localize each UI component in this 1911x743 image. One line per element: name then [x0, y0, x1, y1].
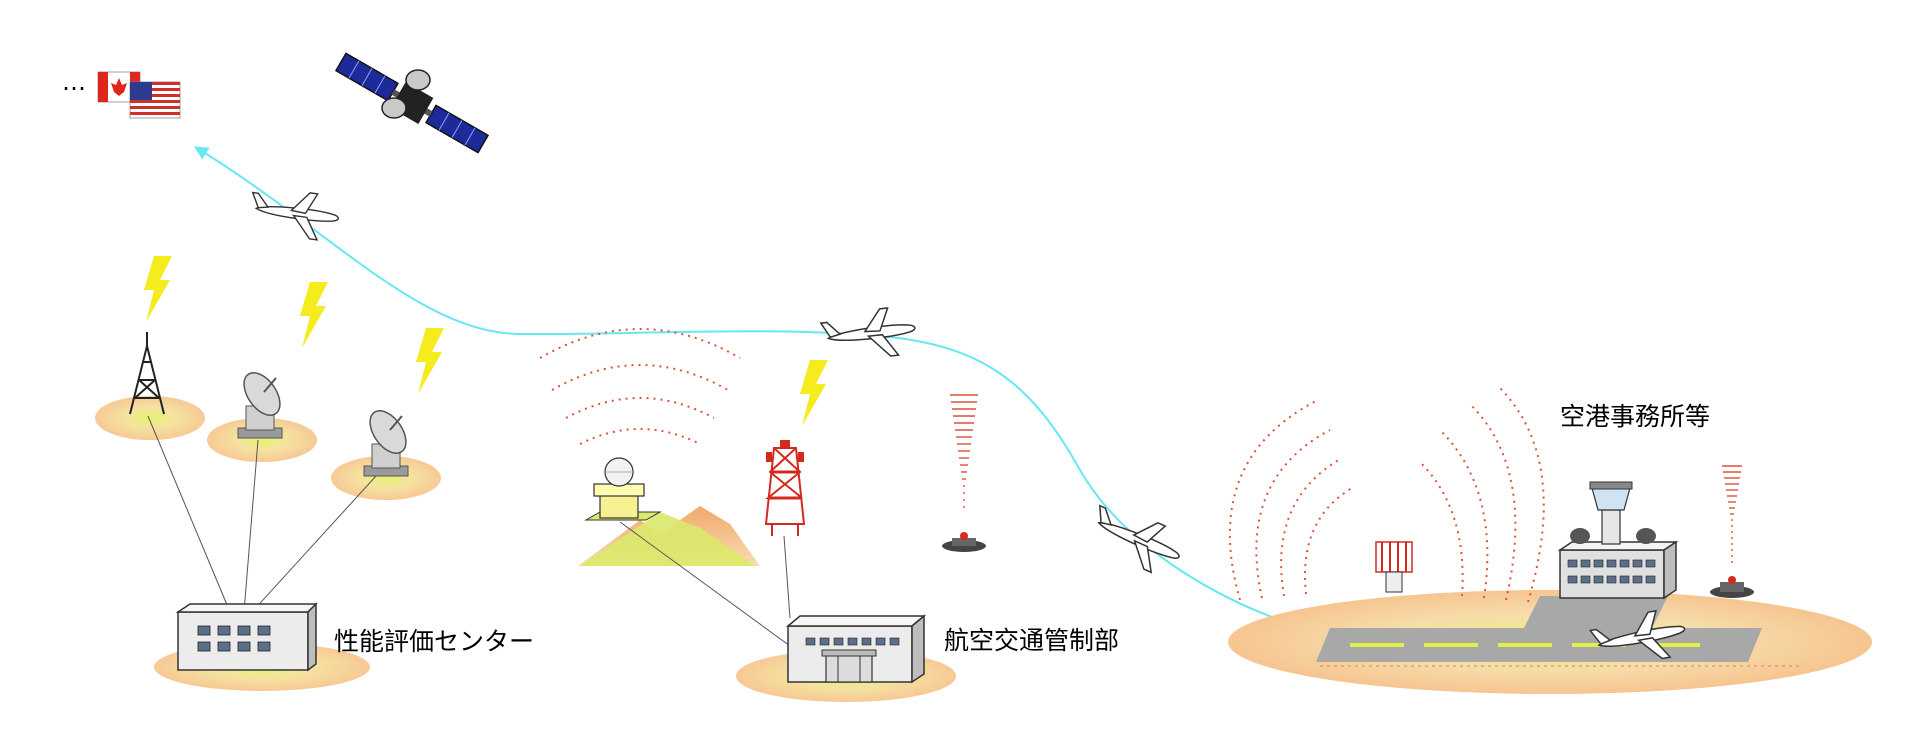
usa-flag-icon: [129, 81, 181, 119]
flags-group: [97, 71, 181, 119]
ground-pad: [331, 456, 441, 500]
beacon-signal-icon: [1722, 465, 1742, 563]
communication-tower-icon: [764, 440, 806, 536]
satellite-icon: [334, 52, 490, 154]
connection-lines: [147, 415, 377, 613]
beacon-signal-icon: [950, 394, 978, 508]
radar-wave-icon: [539, 328, 741, 445]
ground-pad: [580, 512, 756, 566]
performance-center-label: 性能評価センター: [334, 627, 535, 656]
connection-lines: [619, 521, 791, 647]
ground-pad: [95, 396, 205, 440]
aircraft-icon: [1082, 497, 1189, 581]
airport-offices-label: 空港事務所等: [1560, 402, 1711, 431]
performance-center-building-icon: [175, 602, 318, 672]
aircraft-icon: [246, 184, 343, 244]
atc-building-icon: [785, 614, 927, 684]
atc-department-label: 航空交通管制部: [944, 626, 1120, 655]
performance-center-cluster: [95, 256, 444, 691]
ground-antenna-icon: [942, 532, 986, 552]
aircraft-icon: [819, 304, 919, 364]
lightning-icon: [800, 360, 828, 426]
ground-pad: [207, 418, 317, 462]
lightning-icon: [300, 282, 328, 348]
radar-station-icon: [584, 457, 662, 521]
lightning-icon: [144, 256, 172, 322]
radar-wave-icon: [1228, 387, 1545, 603]
localizer-antenna-icon: [1375, 541, 1413, 593]
airport-cluster: [1228, 387, 1872, 694]
more-countries-ellipsis: …: [62, 68, 88, 96]
ground-antenna-icon: [1710, 576, 1754, 598]
radio-tower-icon: [129, 332, 165, 415]
atc-department-cluster: [539, 328, 986, 702]
control-tower-icon: [1557, 481, 1679, 600]
lightning-icon: [416, 328, 444, 394]
